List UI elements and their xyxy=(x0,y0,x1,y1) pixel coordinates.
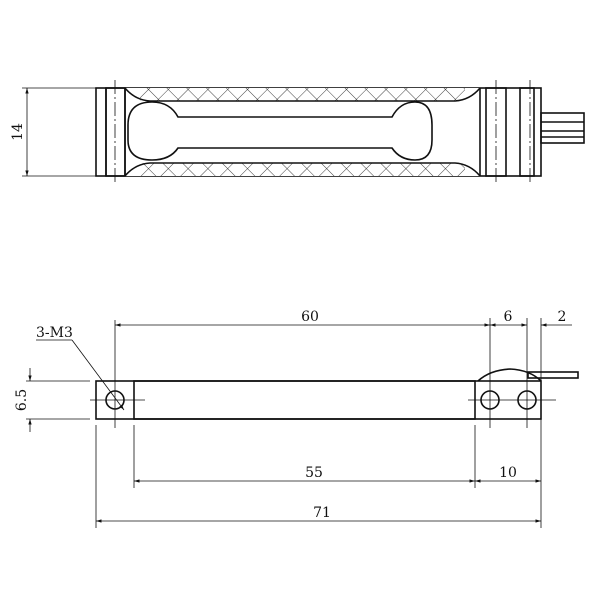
gauge-area xyxy=(133,380,476,420)
height-label: 14 xyxy=(10,123,26,141)
dim-55-label: 55 xyxy=(305,465,323,481)
cable-dome xyxy=(477,368,542,382)
top-view: 14 xyxy=(10,80,585,184)
dim-71-label: 71 xyxy=(313,505,331,521)
dim-60-label: 60 xyxy=(301,309,319,325)
dim-6-label: 6 xyxy=(504,309,513,325)
hole-leader xyxy=(71,339,125,411)
left-hole-section xyxy=(105,87,126,177)
cable-wires xyxy=(540,112,585,144)
hollow-cutout xyxy=(127,101,433,161)
side-view: 60 6 2 3-M3 6.5 55 10 71 xyxy=(14,309,579,528)
right-hole-section-2 xyxy=(519,87,535,177)
bottom-cross-strip xyxy=(140,163,465,176)
hole-label: 3-M3 xyxy=(36,325,73,341)
dim-2-label: 2 xyxy=(558,309,567,325)
flexure-lines xyxy=(124,87,481,177)
top-cross-strip xyxy=(140,88,465,101)
side-cable xyxy=(527,371,579,379)
dim-10-label: 10 xyxy=(499,465,517,481)
thickness-label: 6.5 xyxy=(14,389,30,411)
